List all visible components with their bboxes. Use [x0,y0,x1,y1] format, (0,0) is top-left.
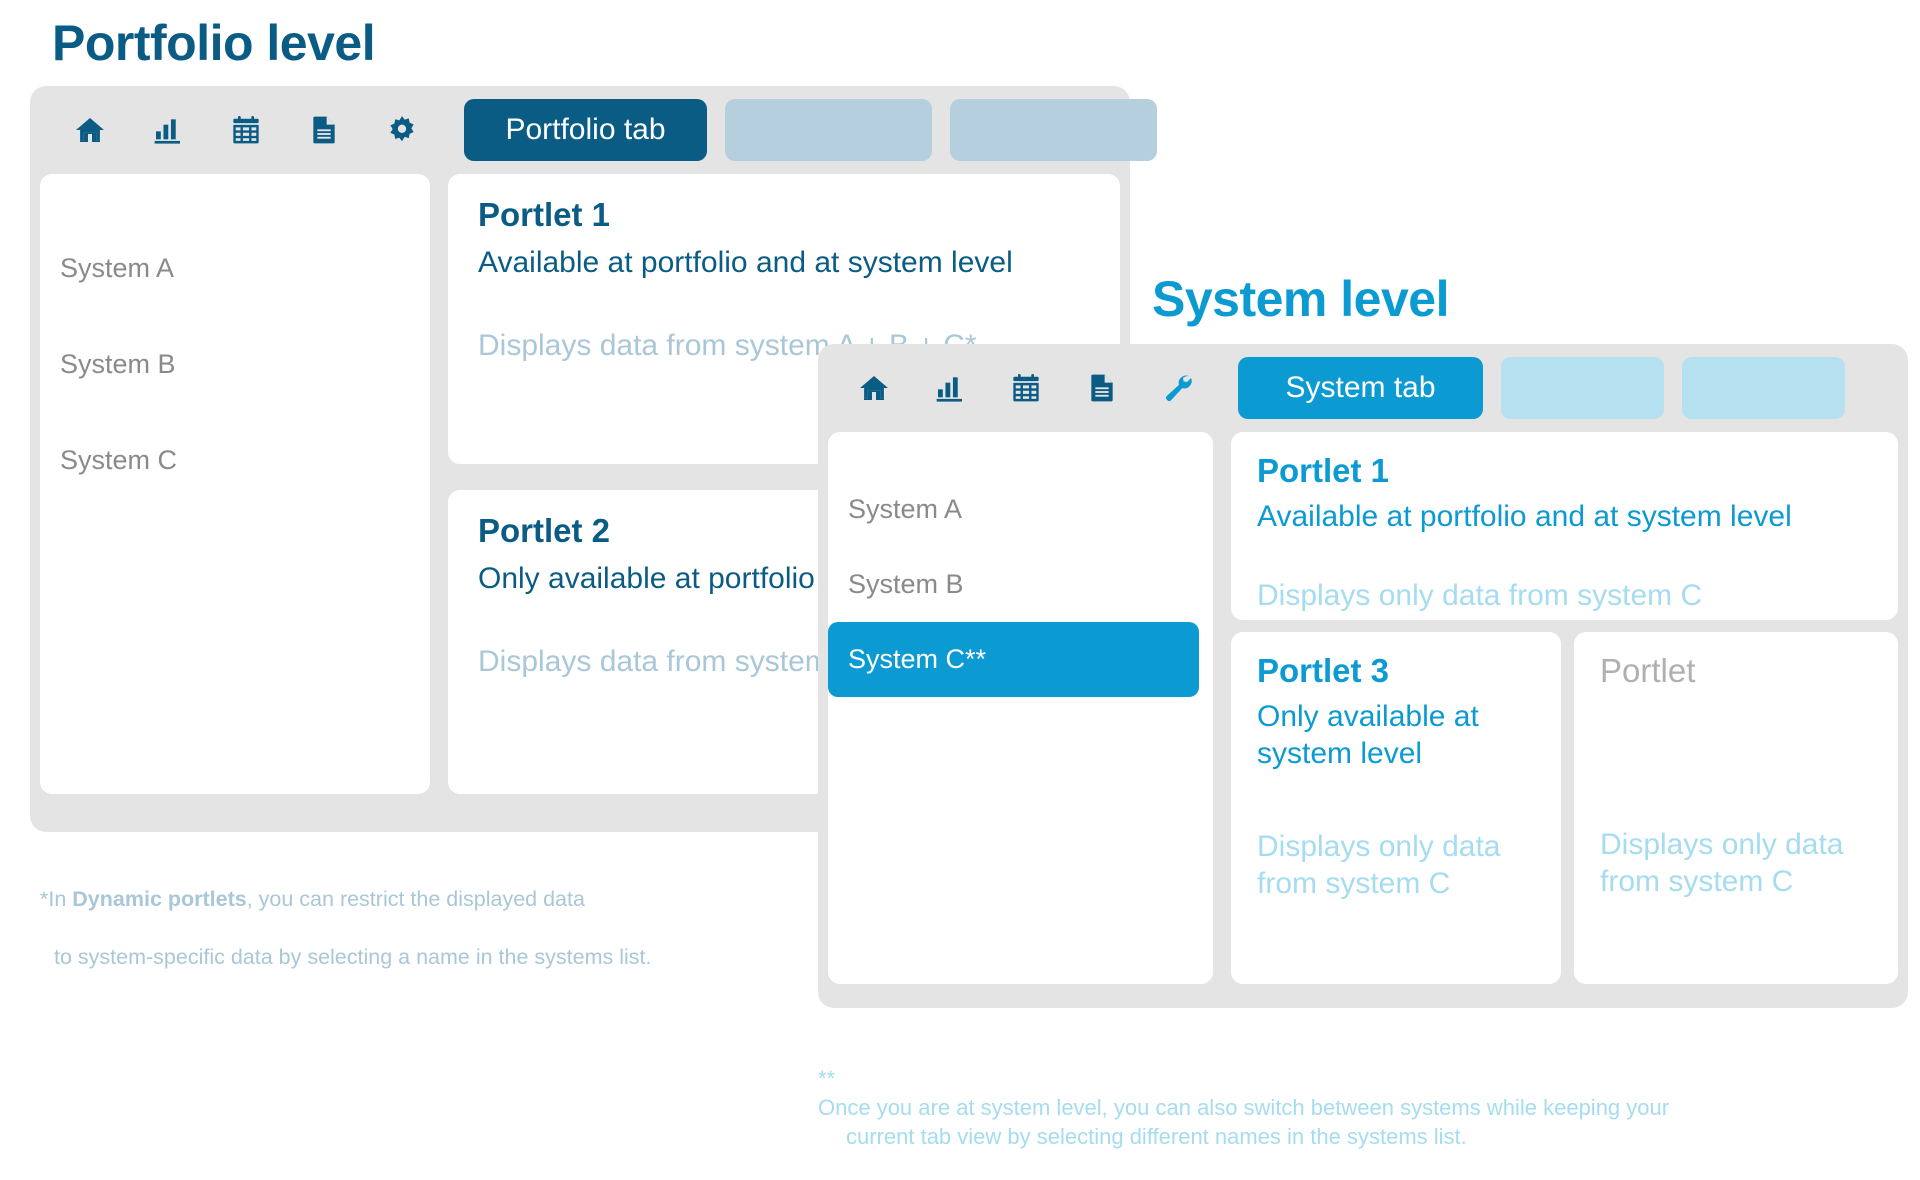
footnote-marker: ** [818,1066,836,1091]
system-toolbar: System tab [818,344,1908,432]
list-item-selected[interactable]: System C** [828,622,1199,697]
document-icon[interactable] [308,114,340,146]
tab-system-tab[interactable]: System tab [1238,357,1483,419]
portlet-title: Portlet 1 [478,196,611,233]
system-tabs: System tab [1238,357,1845,419]
list-item[interactable]: System B [848,569,964,599]
system-systems-list: System A System B System C** [828,432,1213,984]
footnote-lead: In [48,887,73,911]
footnote-rest: , you can restrict the displayed data [246,887,585,911]
portfolio-toolbar: Portfolio tab [30,86,1157,174]
system-panel: System tab System A System B System C** … [818,344,1908,1008]
system-icon-strip [858,372,1194,404]
portlet-note: Displays only data from system C [1257,579,1703,612]
portlet-subtitle: Available at portfolio and at system lev… [478,246,1013,279]
tab-system-empty-2[interactable] [1682,357,1845,419]
portlet-subtitle: Only available at system level [1257,700,1479,770]
bar-chart-icon[interactable] [934,372,966,404]
list-item[interactable]: System B [60,348,176,379]
portlet-card: Portlet 1 Available at portfolio and at … [1231,432,1898,620]
portlet-title: Portlet 3 [1257,652,1390,689]
home-icon[interactable] [858,372,890,404]
list-item[interactable]: System C [60,444,178,475]
portlet-subtitle: Available at portfolio and at system lev… [1257,500,1792,533]
footnote-line2: current tab view by selecting different … [846,1124,1467,1149]
footnote-line1: Once you are at system level, you can al… [818,1095,1670,1120]
portlet-card: Portlet 3 Only available at system level… [1231,632,1561,984]
wrench-icon[interactable] [1162,372,1194,404]
portlet-subtitle: Only available at portfolio level [478,562,885,595]
portlet-title: Portlet 1 [1257,452,1390,489]
list-item[interactable]: System A [848,494,963,524]
footnote-marker: * [40,887,49,911]
portfolio-level-heading: Portfolio level [52,15,376,71]
portlet-card-placeholder: Portlet Displays only data from system C [1574,632,1898,984]
calendar-table-icon[interactable] [230,114,262,146]
footnote-bold: Dynamic portlets [72,887,247,911]
portfolio-systems-items: System A System B System C [40,174,430,508]
tab-portfolio-tab[interactable]: Portfolio tab [464,99,707,161]
system-systems-items: System A System B System C** [828,432,1213,697]
system-level-heading: System level [1152,271,1449,327]
document-icon[interactable] [1086,372,1118,404]
portlet-note: Displays only data from system C [1600,828,1844,898]
list-item[interactable]: System A [60,252,175,283]
tab-system-empty-1[interactable] [1501,357,1664,419]
tab-portfolio-empty-2[interactable] [950,99,1157,161]
footnote-line2: to system-specific data by selecting a n… [54,945,652,969]
portfolio-tabs: Portfolio tab [464,99,1157,161]
portfolio-footnote: *In Dynamic portlets, you can restrict t… [40,856,651,972]
system-footnote: ** Once you are at system level, you can… [818,1035,1669,1180]
gear-icon[interactable] [386,114,418,146]
home-icon[interactable] [74,114,106,146]
tab-portfolio-empty-1[interactable] [725,99,932,161]
calendar-table-icon[interactable] [1010,372,1042,404]
bar-chart-icon[interactable] [152,114,184,146]
portfolio-icon-strip [74,114,418,146]
portlet-title: Portlet 2 [478,512,611,549]
portfolio-systems-list: System A System B System C [40,174,430,794]
portlet-note: Displays only data from system C [1257,830,1501,900]
portlet-title: Portlet [1600,652,1696,689]
